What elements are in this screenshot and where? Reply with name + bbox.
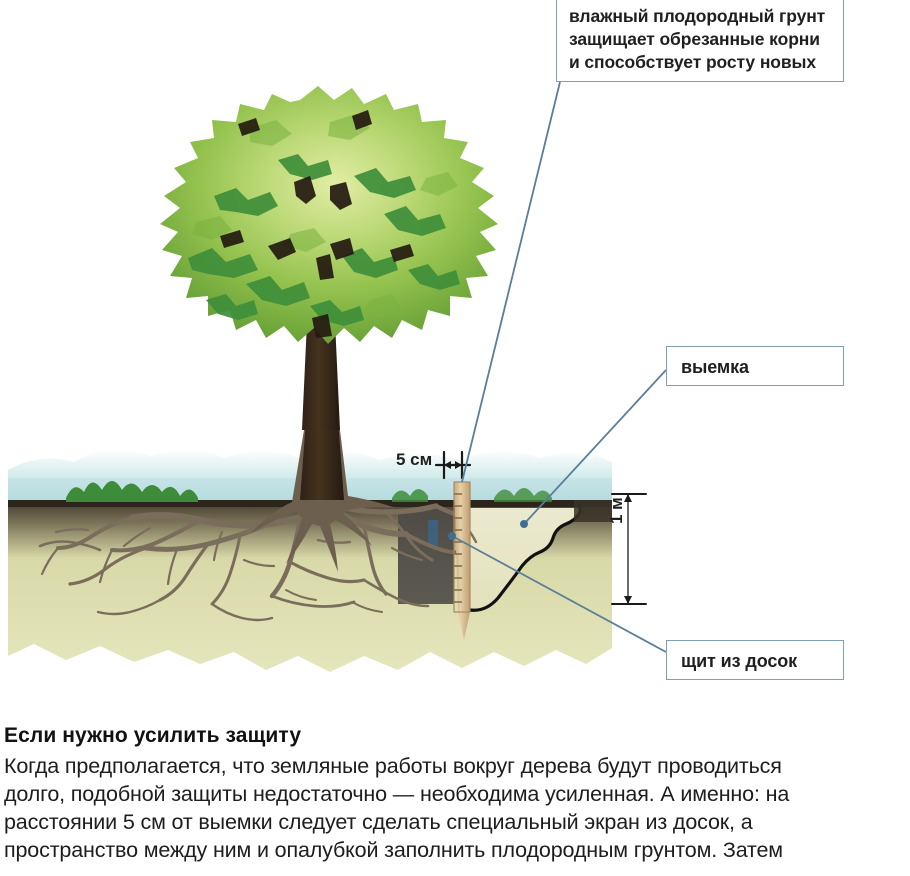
- article-heading: Если нужно усилить защиту: [4, 724, 302, 747]
- article-text-block: Если нужно усилить защиту Когда предпола…: [0, 706, 910, 865]
- leader-dot-board: [448, 532, 456, 540]
- tree-canopy: [160, 86, 498, 344]
- excavation-pit: [468, 500, 612, 612]
- leader-line-soil: [461, 81, 561, 483]
- leader-line-excavation: [523, 369, 667, 525]
- leader-line-board: [451, 535, 667, 653]
- article-body: Когда предполагается, что земляные работ…: [4, 753, 904, 865]
- leader-dot-excavation: [520, 520, 528, 528]
- callout-fertile-soil-line1: влажный плодородный грунт: [569, 6, 826, 26]
- callout-excavation-label: выемка: [681, 357, 749, 377]
- article-body-line: пространство между ним и опалубкой запол…: [4, 837, 783, 862]
- dimension-5cm: [434, 450, 472, 480]
- callout-fertile-soil-line2: защищает обрезанные корни: [569, 28, 820, 49]
- diagram-canvas: [8, 81, 667, 672]
- grade-shrubs: [66, 481, 552, 502]
- article-body-line: расстоянии 5 см от выемки следует сделат…: [4, 809, 753, 834]
- leader-dots: [448, 520, 528, 540]
- tree-protection-diagram: влажный плодородный грунт защищает обрез…: [8, 0, 844, 680]
- leader-lines: [451, 81, 667, 653]
- callout-board-shield: щит из досок: [666, 640, 844, 680]
- callout-fertile-soil: влажный плодородный грунт защищает обрез…: [556, 0, 844, 83]
- callout-fertile-soil-line3: и способствует росту новых: [569, 51, 817, 72]
- dimension-label-1m: 1 м: [607, 497, 626, 524]
- callout-board-shield-label: щит из досок: [681, 651, 798, 671]
- dimension-1m: [611, 493, 647, 605]
- callout-excavation: выемка: [666, 346, 844, 386]
- dimension-label-5cm: 5 см: [396, 450, 433, 469]
- trunk-root-flare: [250, 420, 396, 572]
- article-body-line: Когда предполагается, что земляные работ…: [4, 754, 782, 778]
- article-body-line: долго, подобной защиты недостаточно — не…: [4, 781, 790, 806]
